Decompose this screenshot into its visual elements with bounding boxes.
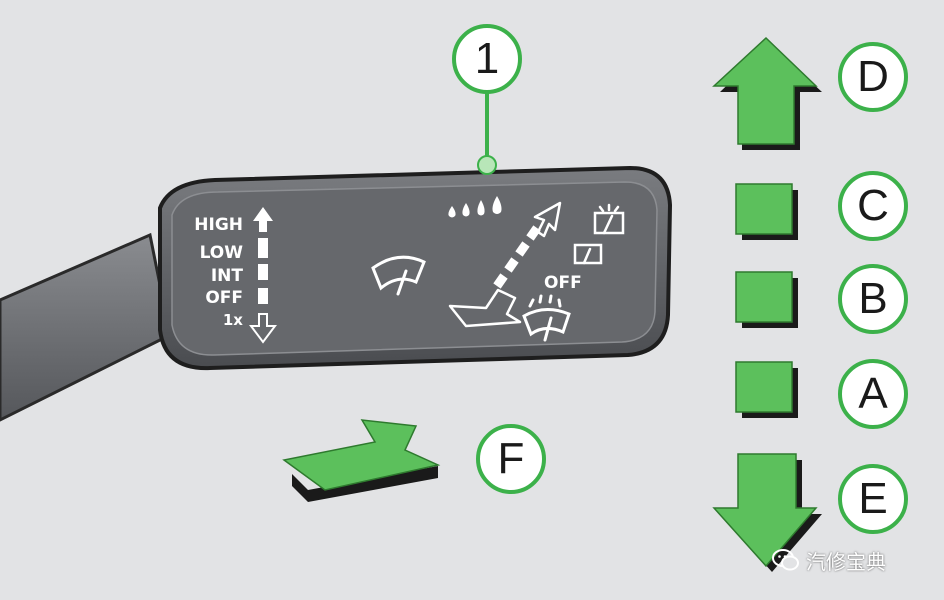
position-a-square <box>735 361 798 418</box>
off-position-bar <box>258 288 268 304</box>
label-high: HIGH <box>194 215 243 235</box>
callout-1: 1 <box>452 24 522 94</box>
int-position-bar <box>258 264 268 280</box>
single-wipe-arrow-icon <box>249 313 277 344</box>
callout-e: E <box>838 464 908 534</box>
label-once: 1x <box>222 311 243 329</box>
low-position-bar <box>258 238 268 258</box>
wash-down-arrow-icon <box>448 288 522 328</box>
lever-switch-knob <box>477 155 497 175</box>
direction-d-arrow <box>712 36 822 150</box>
position-c-square <box>735 183 798 240</box>
label-off: OFF <box>205 288 243 308</box>
label-low: LOW <box>199 243 243 263</box>
label-int: INT <box>210 266 243 286</box>
rear-wipe-icon <box>573 243 603 265</box>
callout-d: D <box>838 42 908 112</box>
windshield-wash-icon <box>522 294 571 342</box>
label-rear-off: OFF <box>544 273 582 293</box>
callout-b: B <box>838 264 908 334</box>
callout-f: F <box>476 424 546 494</box>
callout-c: C <box>838 171 908 241</box>
lever-inner-panel <box>171 181 658 356</box>
callout-a: A <box>838 359 908 429</box>
rear-wiper-track <box>493 225 541 289</box>
wash-up-arrow-icon <box>533 201 562 238</box>
direction-e-arrow <box>712 453 822 572</box>
direction-f-arrow <box>282 419 441 502</box>
watermark: 汽修宝典 <box>772 545 886 575</box>
wechat-logo-icon <box>772 549 799 571</box>
position-b-square <box>735 271 798 328</box>
lever-stalk <box>0 232 172 422</box>
watermark-text: 汽修宝典 <box>806 549 886 574</box>
high-arrow-icon <box>253 207 273 232</box>
rear-wipe-wash-icon <box>593 203 625 235</box>
rain-sensitivity-drops-icon <box>448 196 502 218</box>
windshield-wiper-icon <box>371 255 426 296</box>
